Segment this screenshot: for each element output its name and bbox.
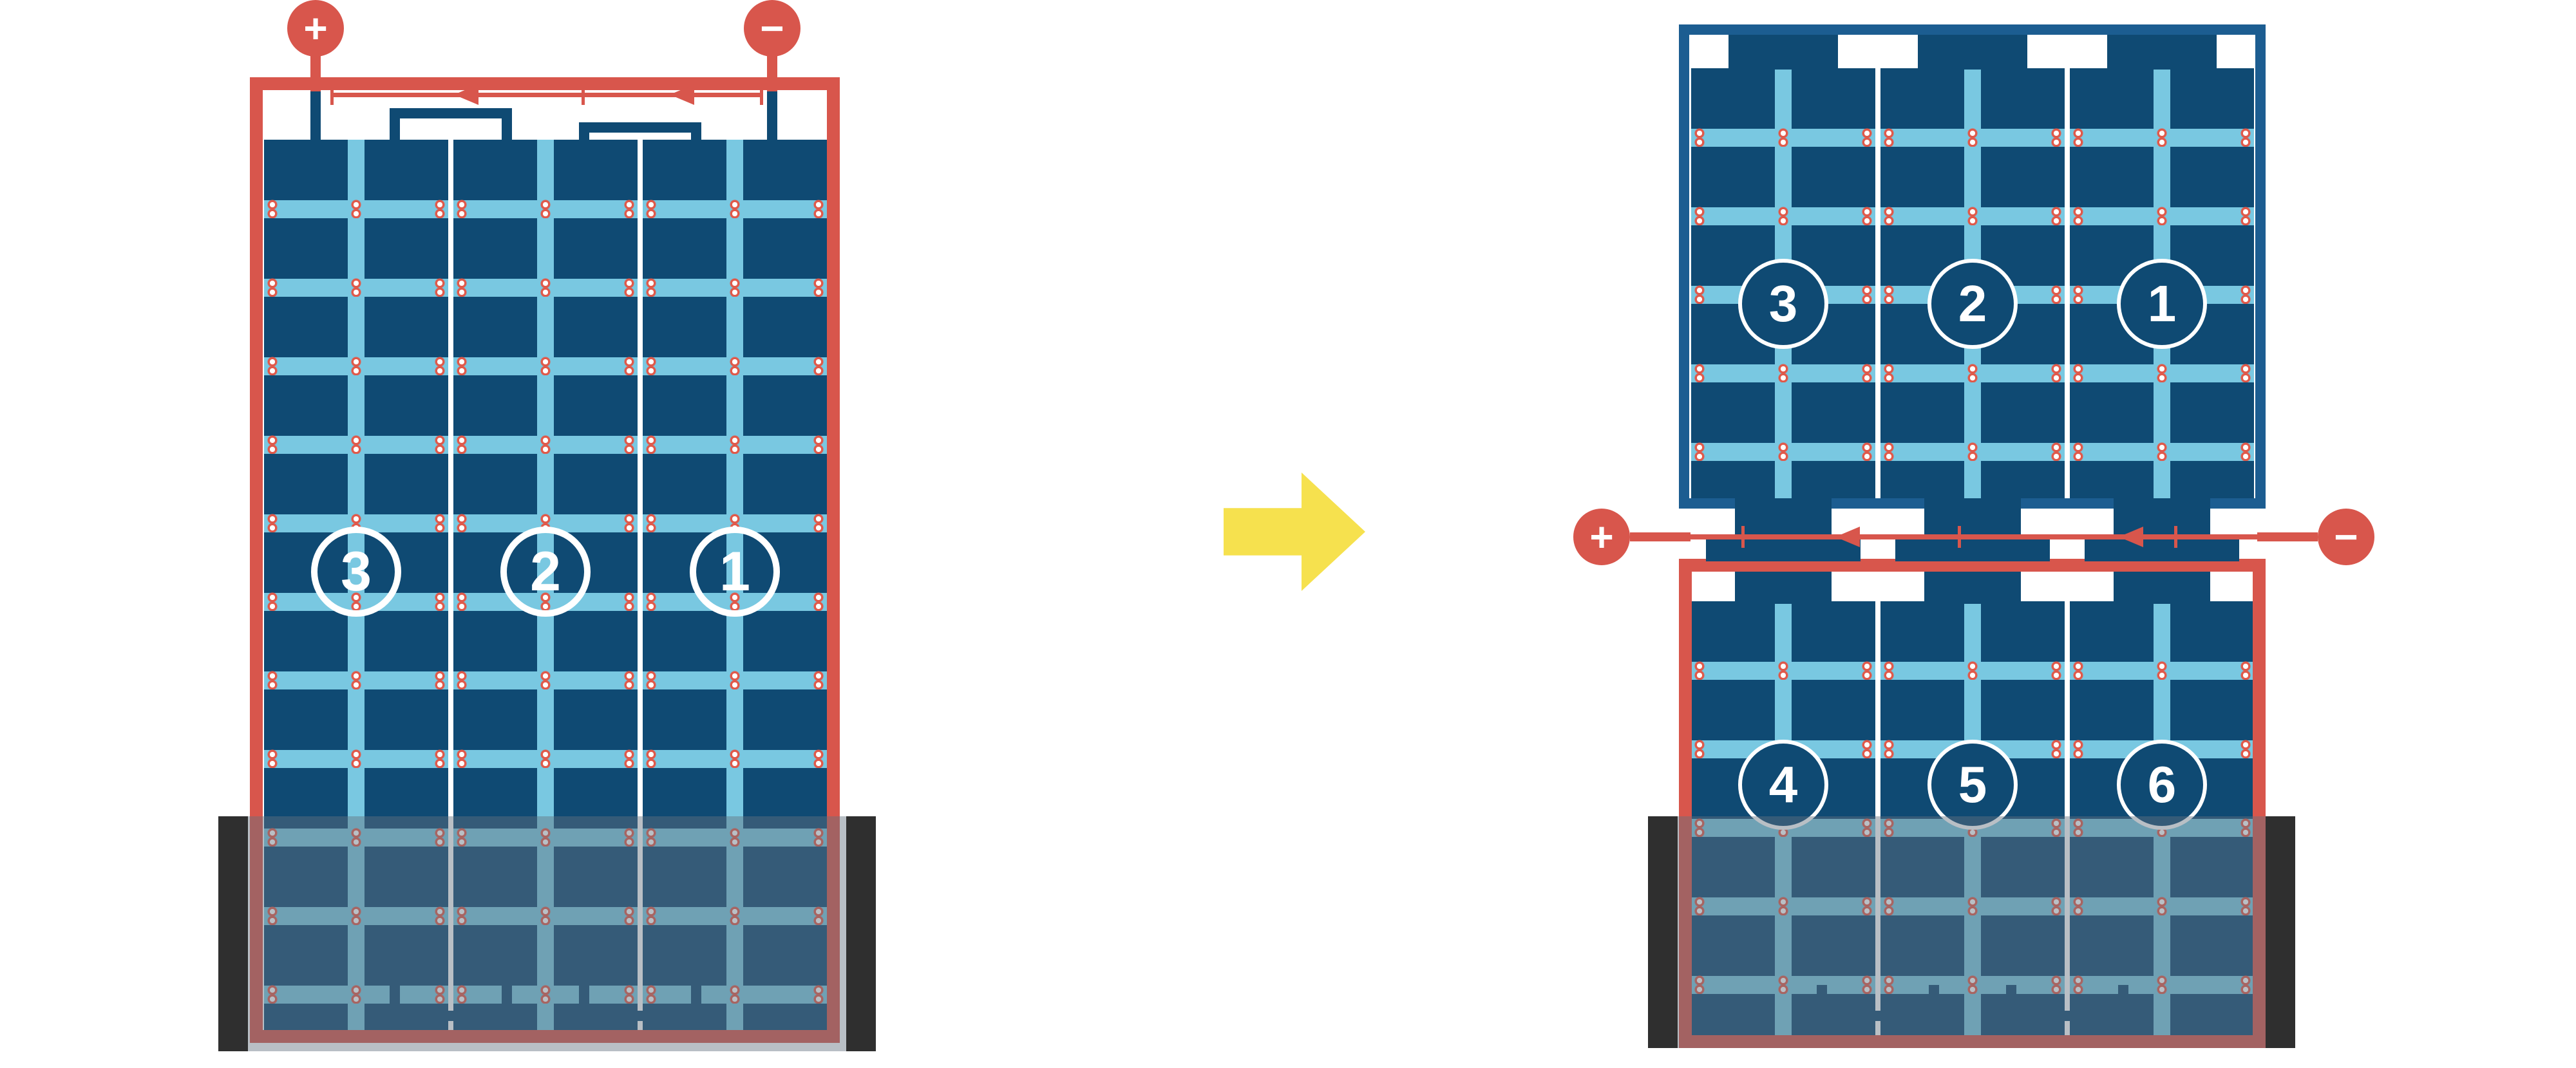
minus-terminal: − bbox=[744, 0, 800, 57]
shade-edge-bar bbox=[218, 816, 248, 1051]
interconnect-bridge bbox=[2006, 985, 2128, 1021]
string-label-circle: 2 bbox=[1927, 259, 2018, 349]
panel-connector-tab bbox=[1924, 572, 2021, 604]
panel-connector-tab bbox=[1735, 498, 1832, 539]
current-arrow-icon bbox=[1835, 527, 1860, 547]
wire-tick bbox=[582, 84, 585, 105]
minus-terminal-stem bbox=[767, 52, 777, 91]
string-label-circle: 1 bbox=[690, 527, 780, 617]
current-arrow-icon bbox=[670, 84, 694, 105]
wire-tick bbox=[2174, 526, 2177, 548]
plus-icon: + bbox=[1589, 514, 1614, 560]
string-number: 1 bbox=[719, 541, 750, 603]
string-number: 2 bbox=[530, 541, 561, 603]
panel-connector-tab bbox=[1924, 498, 2021, 539]
minus-terminal: − bbox=[2318, 509, 2374, 565]
current-wire bbox=[1687, 534, 2260, 539]
current-arrow-icon bbox=[2119, 527, 2143, 547]
plus-busbar bbox=[310, 90, 321, 193]
minus-busbar bbox=[767, 90, 777, 193]
string-label-circle: 4 bbox=[1738, 740, 1828, 830]
wire-tick bbox=[330, 84, 334, 105]
left-module-frame bbox=[250, 77, 840, 1043]
string-label-circle: 6 bbox=[2117, 740, 2207, 830]
string-label-circle: 2 bbox=[500, 527, 591, 617]
shade-edge-bar bbox=[1648, 816, 1678, 1048]
string-number: 1 bbox=[2147, 275, 2177, 332]
plus-icon: + bbox=[303, 5, 328, 52]
shade-edge-bar bbox=[2266, 816, 2295, 1048]
top-busbar-tab bbox=[1728, 33, 1838, 70]
minus-terminal-stem bbox=[2257, 532, 2318, 541]
string-label-circle: 3 bbox=[311, 527, 401, 617]
string-number: 3 bbox=[1768, 275, 1798, 332]
string-label-circle: 3 bbox=[1738, 259, 1828, 349]
top-busbar-tab bbox=[2107, 33, 2217, 70]
string-number: 6 bbox=[2147, 756, 2177, 813]
right-bottom-frame bbox=[1679, 559, 2266, 1048]
interconnect-bridge bbox=[390, 108, 512, 148]
plus-terminal-stem bbox=[1630, 532, 1690, 541]
string-number: 2 bbox=[1958, 275, 1987, 332]
interconnect-bridge bbox=[579, 984, 701, 1021]
interconnect-busbar bbox=[1706, 539, 1861, 561]
interconnect-bridge bbox=[1817, 985, 1939, 1021]
string-label-circle: 1 bbox=[2117, 259, 2207, 349]
wire-tick bbox=[760, 84, 763, 105]
plus-terminal-stem bbox=[310, 52, 321, 91]
shading-overlay bbox=[1648, 816, 2295, 1048]
panel-connector-tab bbox=[1735, 572, 1832, 604]
current-arrow-icon bbox=[454, 84, 478, 105]
right-top-frame bbox=[1679, 24, 2266, 509]
minus-icon: − bbox=[760, 5, 784, 52]
plus-terminal: + bbox=[1573, 509, 1630, 565]
wire-tick bbox=[1741, 526, 1745, 548]
interconnect-busbar bbox=[2085, 539, 2239, 561]
minus-icon: − bbox=[2334, 514, 2358, 560]
transform-arrow-icon bbox=[1224, 473, 1365, 591]
plus-terminal: + bbox=[287, 0, 344, 57]
interconnect-busbar bbox=[1895, 539, 2050, 561]
string-label-circle: 5 bbox=[1927, 740, 2018, 830]
string-number: 4 bbox=[1768, 756, 1798, 813]
interconnect-bridge bbox=[390, 984, 512, 1021]
panel-connector-tab bbox=[2114, 572, 2210, 604]
current-wire bbox=[332, 93, 763, 97]
string-number: 3 bbox=[341, 541, 372, 603]
shade-edge-bar bbox=[846, 816, 876, 1051]
wire-tick bbox=[1958, 526, 1961, 548]
string-number: 5 bbox=[1958, 756, 1987, 813]
shading-overlay bbox=[218, 816, 876, 1051]
top-busbar-tab bbox=[1918, 33, 2027, 70]
interconnect-bridge bbox=[579, 122, 701, 148]
